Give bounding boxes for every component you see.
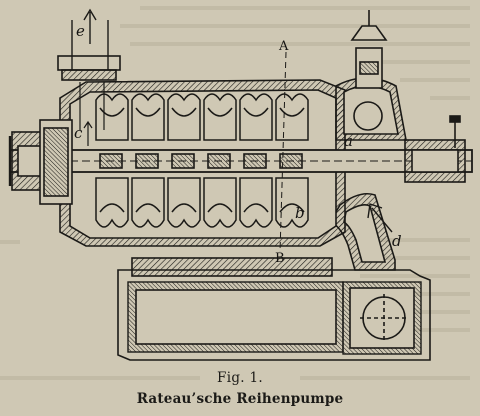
discharge-pipe bbox=[328, 192, 396, 271]
figure-number: Fig. 1. bbox=[217, 370, 263, 386]
label-c: c bbox=[74, 124, 83, 142]
flow-arrow-d bbox=[367, 203, 393, 233]
foundation-base bbox=[117, 257, 431, 361]
pump-engraving: A B a b c d e bbox=[8, 8, 473, 361]
label-d: d bbox=[392, 232, 402, 250]
lower-impeller-stages bbox=[95, 177, 309, 228]
label-a: a bbox=[344, 132, 353, 150]
label-e: e bbox=[76, 22, 85, 40]
figure-title: Rateau’sche Reihenpumpe bbox=[136, 391, 344, 407]
section-line bbox=[279, 51, 287, 253]
label-b: b bbox=[295, 204, 305, 222]
right-bearing bbox=[404, 115, 466, 183]
suction-inlet bbox=[57, 20, 121, 130]
dimension-c bbox=[83, 120, 93, 146]
inlet-arrow bbox=[83, 8, 97, 44]
left-bearing bbox=[8, 119, 73, 205]
label-section-a: A bbox=[278, 39, 289, 54]
label-section-b: B bbox=[275, 251, 285, 266]
main-shaft bbox=[9, 149, 473, 173]
relief-valve bbox=[335, 10, 407, 141]
